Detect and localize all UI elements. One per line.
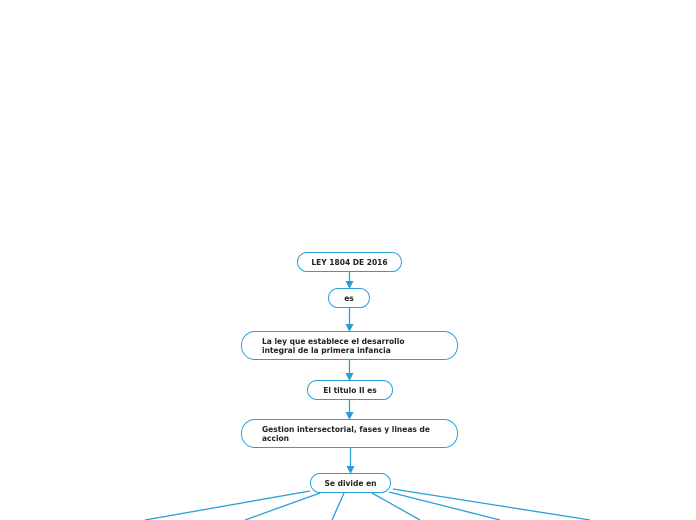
- branch-line-1: [144, 490, 311, 520]
- node-gestion-intersectorial[interactable]: Gestion intersectorial, fases y lineas d…: [241, 419, 458, 448]
- node-se-divide-en[interactable]: Se divide en: [310, 473, 391, 493]
- branch-line-2: [244, 492, 321, 520]
- node-es[interactable]: es: [328, 288, 370, 308]
- node-label: Gestion intersectorial, fases y lineas d…: [262, 424, 430, 443]
- node-ley-1804[interactable]: LEY 1804 DE 2016: [297, 252, 402, 272]
- node-label: Se divide en: [324, 478, 377, 488]
- branch-line-5: [388, 491, 501, 520]
- node-label: es: [344, 293, 354, 303]
- node-titulo-ii[interactable]: El titulo II es: [307, 380, 393, 400]
- node-definicion-ley[interactable]: La ley que establece el desarrollo integ…: [241, 331, 458, 360]
- node-label: El titulo II es: [323, 385, 377, 395]
- node-label: LEY 1804 DE 2016: [311, 257, 388, 267]
- branch-line-4: [371, 492, 421, 520]
- node-label: La ley que establece el desarrollo integ…: [262, 336, 405, 355]
- branch-line-6: [392, 488, 591, 520]
- branch-line-3: [331, 492, 345, 520]
